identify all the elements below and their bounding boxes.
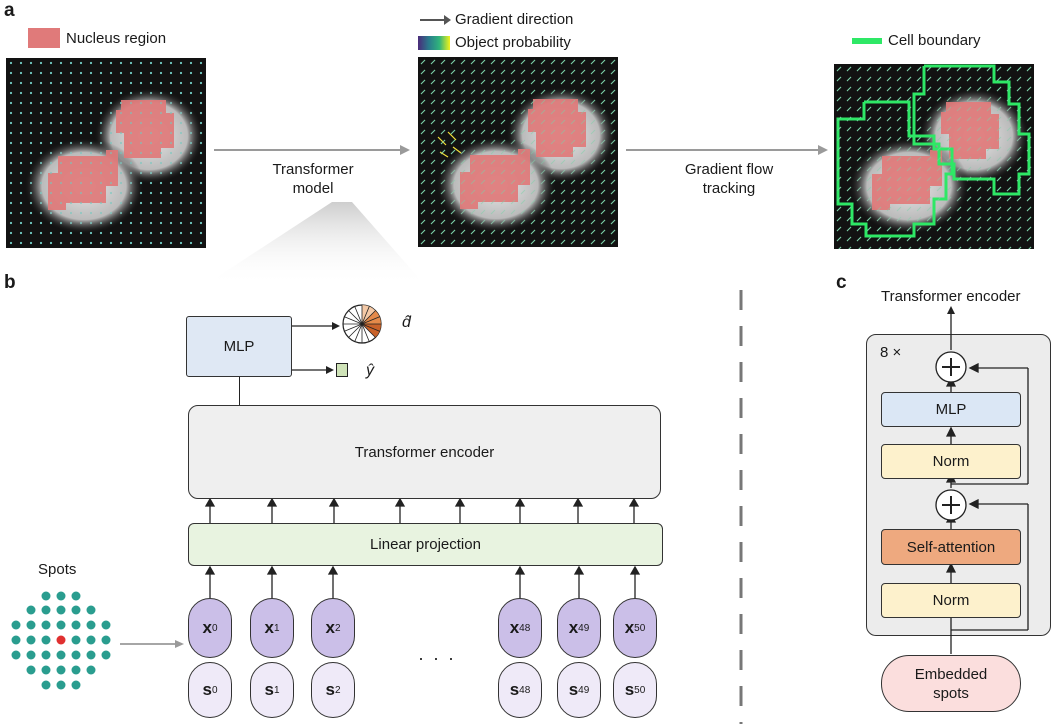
arrow-to-tracking — [626, 145, 828, 155]
output-y-square — [336, 363, 348, 377]
cell-boundary-image — [834, 64, 1034, 249]
token-x-49-sup: 49 — [578, 622, 590, 634]
spots-to-tokens-arrow — [120, 640, 184, 648]
encoder-internal-flow — [945, 334, 1029, 654]
token-s-1-sup: 1 — [273, 684, 280, 696]
token-x-0-base: x — [202, 618, 212, 637]
self-attention-block: Self-attention — [881, 529, 1021, 565]
object-probability-label: Object probability — [455, 34, 571, 51]
token-s-0-base: s — [202, 680, 212, 699]
token-s-1-base: s — [264, 680, 274, 699]
linear-projection-block: Linear projection — [188, 523, 663, 566]
token-s-2-sup: 2 — [334, 684, 341, 696]
zoom-cone — [205, 202, 425, 285]
token-s-48-sup: 48 — [519, 684, 531, 696]
token-ellipsis: · · · — [418, 648, 456, 668]
cell-boundary-legend-swatch — [852, 38, 882, 44]
encoder-mlp-block: MLP — [881, 392, 1021, 427]
encoder-output-arrow — [947, 306, 955, 336]
spots-grid — [11, 591, 111, 690]
arrow-to-transformer — [214, 145, 410, 155]
token-s-0-sup: 0 — [211, 684, 218, 696]
gradient-direction-legend-icon — [420, 15, 451, 25]
token-x-2-base: x — [325, 618, 335, 637]
residual-add-bottom-icon — [935, 489, 967, 521]
transformer-encoder-block: Transformer encoder — [188, 405, 661, 499]
token-x-49-base: x — [568, 618, 579, 637]
embedded-spots-line1: Embedded — [914, 665, 988, 683]
token-x-1-base: x — [264, 618, 274, 637]
encoder-norm-top-block: Norm — [881, 444, 1021, 479]
encoder-norm-bottom-block: Norm — [881, 583, 1021, 618]
embedded-spots-line2: spots — [933, 684, 969, 702]
token-s-50-base: s — [624, 680, 635, 699]
token-s-2-base: s — [325, 680, 335, 699]
gradient-direction-label: Gradient direction — [455, 11, 574, 28]
mlp-output-arrows — [292, 322, 340, 374]
nucleus-legend-label: Nucleus region — [66, 30, 167, 47]
gradient-flow-line1: Gradient flow — [684, 161, 774, 178]
panel-divider — [739, 290, 743, 724]
gradient-field-image — [418, 57, 618, 247]
panel-a-letter: a — [4, 0, 15, 21]
output-y-label: ŷ — [366, 362, 374, 379]
token-x-2-sup: 2 — [334, 622, 341, 634]
token-x-48-base: x — [509, 618, 520, 637]
token-x-0-sup: 0 — [211, 622, 218, 634]
encoder-detail-title: Transformer encoder — [881, 288, 1021, 305]
token-s-50-sup: 50 — [634, 684, 646, 696]
embedded-spots-input: Embedded spots — [881, 655, 1021, 712]
transformer-model-line2: model — [292, 180, 334, 197]
repeat-count-label: 8 × — [880, 344, 902, 361]
spots-label: Spots — [38, 561, 77, 578]
token-x-48-sup: 48 — [519, 622, 531, 634]
mlp-head-box: MLP — [186, 316, 292, 377]
panel-b-letter: b — [4, 272, 16, 293]
panel-c-letter: c — [836, 272, 847, 293]
nucleus-image — [6, 58, 206, 248]
tokens-to-projection-arrows — [204, 566, 641, 598]
token-s-49-base: s — [568, 680, 579, 699]
transformer-model-label: Transformer model — [258, 160, 368, 198]
gradient-flow-line2: tracking — [702, 180, 756, 197]
mlp-encoder-connector — [239, 377, 241, 405]
object-probability-colorbar — [418, 36, 450, 50]
token-s-49-sup: 49 — [578, 684, 590, 696]
cell-boundary-legend-label: Cell boundary — [888, 32, 981, 49]
gradient-flow-label: Gradient flow tracking — [664, 160, 794, 198]
token-x-50-sup: 50 — [634, 622, 646, 634]
nucleus-legend-swatch — [28, 28, 60, 48]
token-x-1-sup: 1 — [273, 622, 280, 634]
residual-add-top-icon — [935, 351, 967, 383]
token-x-50-base: x — [624, 618, 635, 637]
transformer-model-line1: Transformer — [272, 161, 354, 178]
output-d-label: d̂ — [402, 314, 411, 331]
projection-to-encoder-arrows — [204, 499, 640, 523]
direction-wheel-icon — [342, 304, 382, 344]
token-s-48-base: s — [509, 680, 520, 699]
